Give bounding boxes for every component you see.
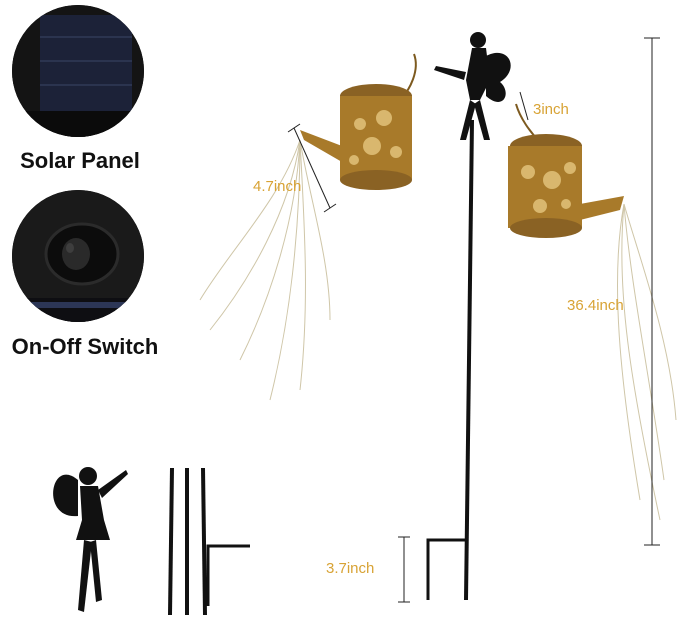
right-string-lights xyxy=(616,203,677,521)
left-watering-can xyxy=(300,53,417,190)
handle-dimension-line xyxy=(519,91,529,121)
parts-rods xyxy=(168,467,207,616)
stake-foot xyxy=(426,538,466,600)
left-string-lights xyxy=(199,139,331,401)
total-height-dimension: 36.4inch xyxy=(567,297,624,314)
parts-fairy-silhouette xyxy=(53,467,128,612)
solar-panel-label: Solar Panel xyxy=(20,148,140,173)
parts-stake-foot xyxy=(206,544,250,606)
fairy-silhouette xyxy=(434,32,511,140)
stake-depth-dimension: 3.7inch xyxy=(326,560,375,577)
right-watering-can xyxy=(508,103,624,238)
spout-dimension-line xyxy=(293,127,331,209)
solar-panel-closeup xyxy=(12,5,144,137)
switch-closeup xyxy=(12,190,144,322)
handle-height-dimension: 3inch xyxy=(533,101,569,118)
spout-width-dimension: 4.7inch xyxy=(253,178,302,195)
on-off-switch-label: On-Off Switch xyxy=(11,334,159,359)
main-stake xyxy=(464,119,474,601)
